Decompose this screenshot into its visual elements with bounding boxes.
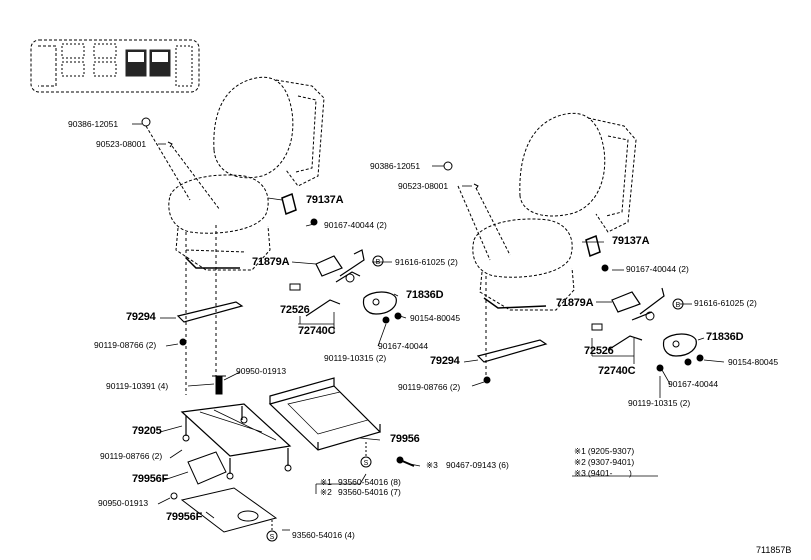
left-seat-details [141, 117, 415, 533]
leader-lines [132, 123, 725, 531]
part-number-90167-40044-right[interactable]: 90167-40044 [668, 379, 719, 389]
part-number-90467-09143[interactable]: 90467-09143 (6) [446, 460, 509, 470]
right-seat-details [443, 161, 704, 384]
part-number-90523-08001-left[interactable]: 90523-08001 [96, 139, 147, 149]
part-number-72526-right[interactable]: 72526 [584, 345, 614, 357]
note-mark-1-callout: ※1 [320, 477, 332, 487]
part-number-71879a-left[interactable]: 71879A [252, 256, 290, 268]
marker-symbols [266, 255, 684, 542]
part-number-90386-12051-right[interactable]: 90386-12051 [370, 161, 421, 171]
legend-row-2: ※2(9307-9401) [574, 457, 634, 468]
legend-range-3: (9401- ) [587, 468, 632, 478]
part-number-90119-10315-right[interactable]: 90119-10315 (2) [628, 398, 691, 408]
part-number-72740c-left[interactable]: 72740C [298, 325, 336, 337]
part-number-93560-54016-7[interactable]: 93560-54016 (7) [338, 487, 401, 497]
part-number-90167-40044-left[interactable]: 90167-40044 [378, 341, 429, 351]
part-number-79294-right[interactable]: 79294 [430, 355, 460, 367]
part-number-90523-08001-right[interactable]: 90523-08001 [398, 181, 449, 191]
legend-mark-1: ※1 [574, 446, 586, 456]
part-number-91616-61025-right[interactable]: 91616-61025 (2) [694, 298, 757, 308]
part-number-71836d-left[interactable]: 71836D [406, 289, 444, 301]
part-number-90119-08766-left[interactable]: 90119-08766 (2) [94, 340, 157, 350]
part-number-90950-01913-a[interactable]: 90950-01913 [236, 366, 287, 376]
part-number-91616-61025-left[interactable]: 91616-61025 (2) [395, 257, 458, 267]
legend-row-1: ※1(9205-9307) [574, 446, 634, 457]
part-number-79956[interactable]: 79956 [390, 433, 420, 445]
legend-row-3: ※3(9401- ) [574, 468, 634, 479]
part-number-90119-10315-left[interactable]: 90119-10315 (2) [324, 353, 387, 363]
part-number-90119-08766-b[interactable]: 90119-08766 (2) [100, 451, 163, 461]
legend-range-1: (9205-9307) [587, 446, 635, 456]
left-seat-assembly [168, 76, 325, 271]
part-number-79137a-right[interactable]: 79137A [612, 235, 650, 247]
marker-letters: S S B B [270, 259, 681, 541]
screw-symbol-s-2: S [270, 534, 275, 541]
part-number-90167-40044-2-left[interactable]: 90167-40044 (2) [324, 220, 387, 230]
vehicle-seat-map-icon [30, 39, 200, 93]
part-number-90119-10391[interactable]: 90119-10391 (4) [106, 381, 169, 391]
part-number-90167-40044-2-right[interactable]: 90167-40044 (2) [626, 264, 689, 274]
part-number-90119-08766-right[interactable]: 90119-08766 (2) [398, 382, 461, 392]
part-number-93560-54016-4[interactable]: 93560-54016 (4) [292, 530, 355, 540]
note-mark-3-callout: ※3 [426, 460, 438, 470]
note-mark-2-callout: ※2 [320, 487, 332, 497]
part-number-90950-01913-b[interactable]: 90950-01913 [98, 498, 149, 508]
part-number-90154-80045-right[interactable]: 90154-80045 [728, 357, 779, 367]
part-number-72740c-right[interactable]: 72740C [598, 365, 636, 377]
part-number-79137a-left[interactable]: 79137A [306, 194, 344, 206]
part-number-79956f-a[interactable]: 79956F [132, 473, 169, 485]
part-number-90154-80045-left[interactable]: 90154-80045 [410, 313, 461, 323]
part-number-79294-left[interactable]: 79294 [126, 311, 156, 323]
legend-mark-2: ※2 [574, 457, 586, 467]
part-number-71879a-right[interactable]: 71879A [556, 297, 594, 309]
part-number-90386-12051-left[interactable]: 90386-12051 [68, 119, 119, 129]
right-seat-assembly [472, 112, 637, 311]
part-number-79205[interactable]: 79205 [132, 425, 162, 437]
figure-id: 711857B [756, 545, 792, 555]
date-range-legend: ※1(9205-9307) ※2(9307-9401) ※3(9401- ) [574, 446, 634, 479]
legend-range-2: (9307-9401) [587, 457, 635, 467]
screw-symbol-s-1: S [364, 460, 369, 467]
bolt-symbol-b-2: B [676, 302, 681, 309]
part-number-72526-left[interactable]: 72526 [280, 304, 310, 316]
legend-mark-3: ※3 [574, 468, 586, 478]
part-number-93560-54016-8[interactable]: 93560-54016 (8) [338, 477, 401, 487]
bolt-symbol-b-1: B [376, 259, 381, 266]
part-number-79956f-b[interactable]: 79956F [166, 511, 203, 523]
part-number-71836d-right[interactable]: 71836D [706, 331, 744, 343]
